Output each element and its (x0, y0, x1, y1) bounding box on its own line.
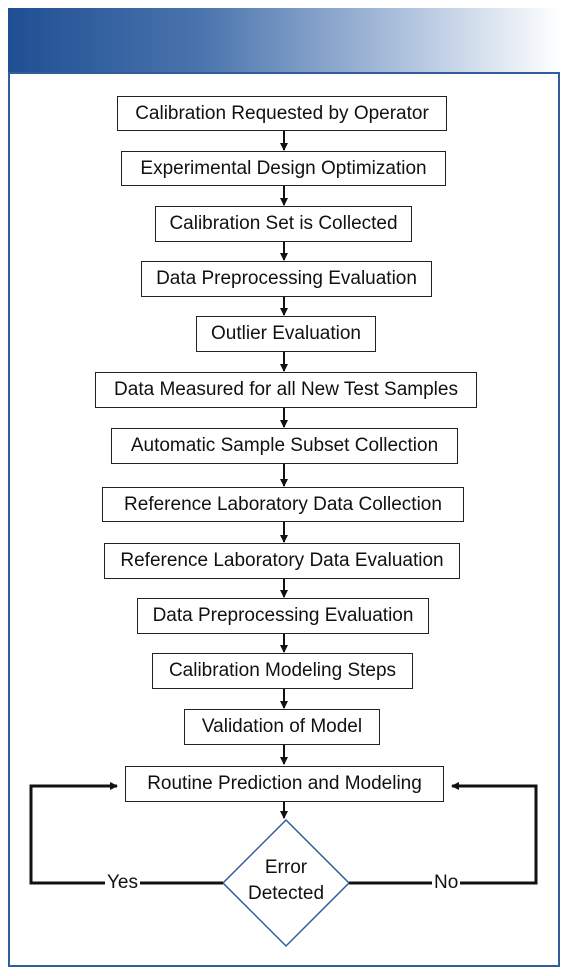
decision-line-2: Detected (247, 883, 325, 904)
step-data-preprocessing-2: Data Preprocessing Evaluation (137, 598, 429, 634)
decision-diamond (221, 818, 351, 948)
step-calibration-set-collected: Calibration Set is Collected (155, 206, 412, 242)
step-validation-of-model: Validation of Model (184, 709, 380, 745)
no-label: No (432, 872, 461, 894)
step-outlier-evaluation: Outlier Evaluation (196, 316, 376, 352)
step-data-preprocessing-1: Data Preprocessing Evaluation (141, 261, 432, 297)
diagram-frame (8, 72, 560, 967)
decision-label: Error Detected (236, 855, 336, 907)
step-calibration-modeling: Calibration Modeling Steps (152, 653, 413, 689)
yes-label: Yes (105, 872, 140, 894)
decision-line-1: Error (264, 857, 308, 878)
step-calibration-requested: Calibration Requested by Operator (117, 96, 447, 131)
header-band (8, 8, 560, 72)
step-reference-lab-evaluation: Reference Laboratory Data Evaluation (104, 543, 460, 579)
step-data-measured: Data Measured for all New Test Samples (95, 372, 477, 408)
step-experimental-design: Experimental Design Optimization (121, 151, 446, 186)
step-reference-lab-collection: Reference Laboratory Data Collection (102, 487, 464, 522)
step-routine-prediction: Routine Prediction and Modeling (125, 766, 444, 802)
step-automatic-subset: Automatic Sample Subset Collection (111, 428, 458, 464)
